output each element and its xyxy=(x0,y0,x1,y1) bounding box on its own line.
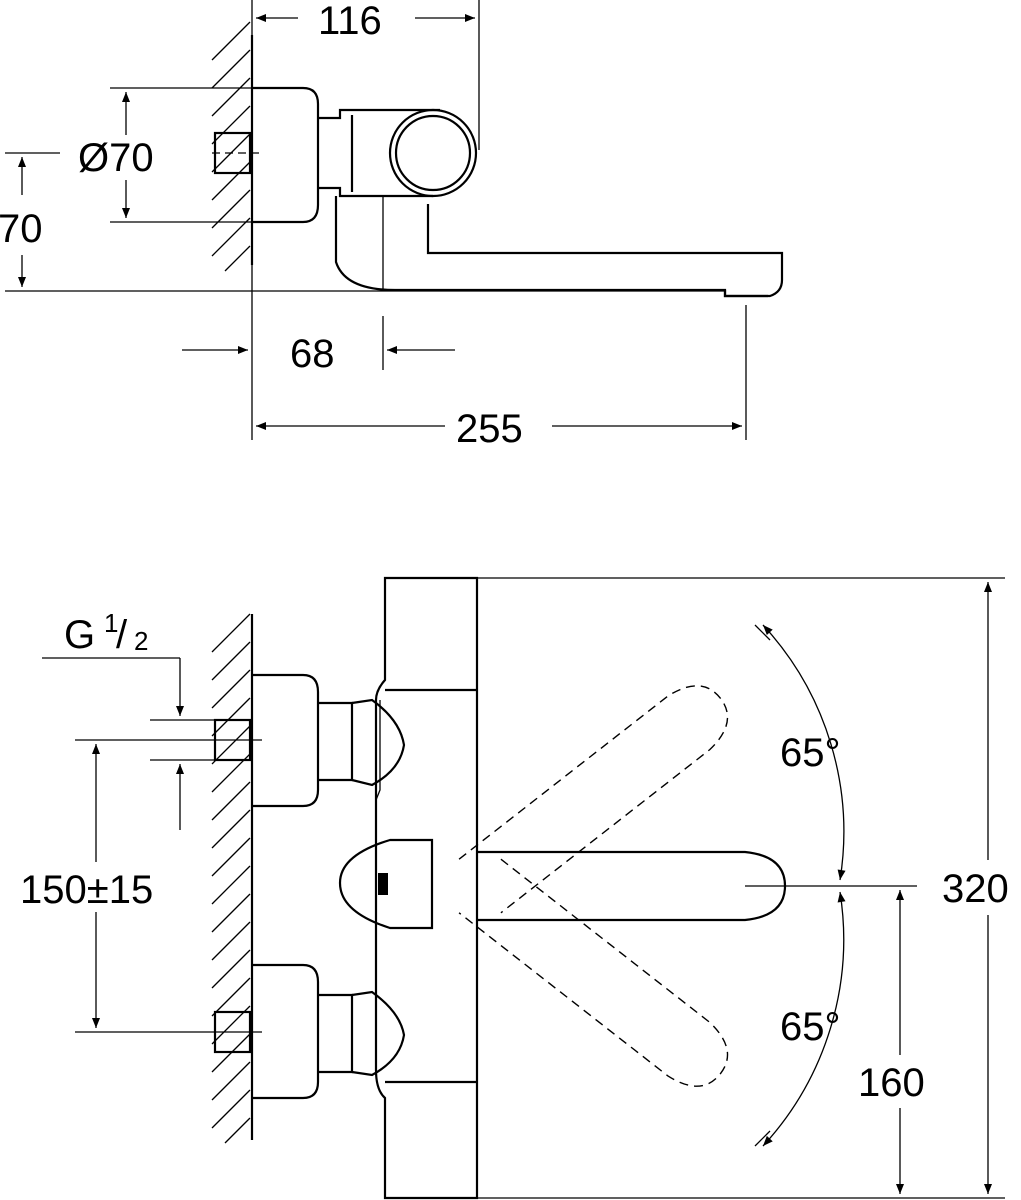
spout-top xyxy=(334,196,784,298)
escutcheon-lower xyxy=(252,963,320,1100)
wall-hatching-top xyxy=(211,21,251,272)
escutcheon-upper xyxy=(252,673,320,808)
dim-320: 320 xyxy=(942,867,1009,911)
dim-thread-g: G xyxy=(64,613,95,657)
top-view: 116 Ø70 70 68 255 xyxy=(0,0,784,451)
thermostat-body-front xyxy=(374,576,479,1200)
dim-68: 68 xyxy=(290,332,335,376)
control-knob-top xyxy=(388,108,478,198)
wall-hatching-front xyxy=(211,613,251,1144)
dim-116: 116 xyxy=(318,0,382,43)
dim-thread-slash: / xyxy=(116,613,128,657)
spout-front xyxy=(477,850,787,922)
dim-thread-num: 1 xyxy=(104,608,118,638)
spout-swivel-lower xyxy=(458,858,729,1087)
dim-thread-den: 2 xyxy=(134,626,148,656)
center-indicator xyxy=(338,838,434,930)
spout-swivel-upper xyxy=(458,685,729,914)
dim-diameter-70: Ø70 xyxy=(78,136,154,180)
dim-angle-upper: 65° xyxy=(780,731,841,775)
dim-angle-lower: 65° xyxy=(780,1005,841,1049)
dim-150: 150±15 xyxy=(20,868,153,912)
dim-255: 255 xyxy=(456,407,523,451)
escutcheon-top xyxy=(252,86,320,224)
front-view: 65° 65° 320 160 150±15 G 1 / 2 xyxy=(20,576,1009,1200)
dim-160: 160 xyxy=(858,1061,925,1105)
indicator-mark xyxy=(378,873,388,895)
dim-70-height: 70 xyxy=(0,207,43,251)
